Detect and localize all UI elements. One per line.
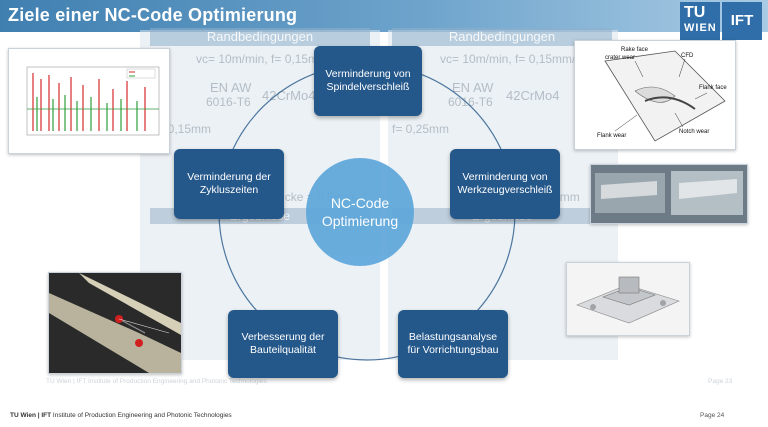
tu-wien-ift-logo: TU WIEN IFT — [680, 2, 762, 40]
label-flank-wear: Flank wear — [597, 133, 627, 139]
background-right-mat2: 42CrMo4 — [506, 88, 560, 103]
component-photo-drawing — [49, 273, 181, 373]
node-tool-wear-line1: Verminderung von — [462, 171, 548, 183]
node-part-quality-line1: Verbesserung der — [241, 331, 325, 343]
node-part-quality-line2: Bauteilqualität — [250, 344, 316, 356]
center-text-line2: Optimierung — [321, 213, 399, 229]
footer: TU Wien | IFT Institute of Production En… — [10, 412, 232, 419]
signal-chart-drawing — [26, 66, 160, 136]
node-cycle-times[interactable]: Verminderung der Zykluszeiten — [174, 149, 284, 219]
label-notch-wear: Notch wear — [679, 129, 710, 135]
logo-tu-text: TU — [684, 4, 706, 21]
background-left-mat1b: 6016-T6 — [206, 95, 251, 109]
node-spindle-wear-line1: Verminderung von — [325, 68, 411, 80]
background-left-mat2: 42CrMo4 — [262, 88, 316, 103]
center-nc-code-optimization[interactable]: NC-Code Optimierung — [306, 158, 414, 266]
background-left-head: Randbedingungen — [150, 28, 370, 46]
node-load-analysis-line1: Belastungsanalyse — [408, 331, 498, 343]
node-cycle-times-line2: Zykluszeiten — [199, 184, 259, 196]
slide-title: Ziele einer NC-Code Optimierung — [8, 5, 298, 25]
node-spindle-wear-text: Verminderung von Spindelverschleiß — [325, 68, 410, 94]
label-rake-face: Rake face — [621, 47, 649, 53]
tool-photo-image — [590, 164, 748, 224]
logo-ift-text: IFT — [722, 2, 762, 40]
fixture-model-image — [566, 262, 690, 336]
background-page-ghost: Page 23 — [708, 378, 733, 385]
node-spindle-wear-line2: Spindelverschleiß — [326, 81, 410, 93]
component-quality-photo-image — [48, 272, 182, 374]
background-right-mat1b: 6016-T6 — [448, 95, 493, 109]
node-tool-wear[interactable]: Verminderung von Werkzeugverschleiß — [450, 149, 560, 219]
node-part-quality[interactable]: Verbesserung der Bauteilqualität — [228, 310, 338, 378]
tool-wear-drawing — [604, 50, 726, 142]
background-right-head: Randbedingungen — [392, 28, 612, 46]
page-number: Page 24 — [700, 412, 725, 419]
background-left-mat1: EN AW — [210, 80, 252, 95]
label-flank-face: Flank face — [699, 85, 727, 91]
node-cycle-times-line1: Verminderung der — [187, 171, 271, 183]
node-spindle-wear[interactable]: Verminderung von Spindelverschleiß — [314, 46, 422, 116]
label-cfd: CFD — [681, 53, 694, 59]
tu-wien-logo-block: TU WIEN — [680, 2, 720, 40]
node-part-quality-text: Verbesserung der Bauteilqualität — [242, 331, 325, 357]
node-load-analysis-text: Belastungsanalyse für Vorrichtungsbau — [407, 331, 498, 357]
background-right-depth: f= 0,25mm — [392, 122, 450, 136]
footer-org: TU Wien | IFT — [10, 412, 52, 419]
center-text-line1: NC-Code — [330, 195, 390, 211]
node-tool-wear-text: Verminderung von Werkzeugverschleiß — [458, 171, 553, 197]
background-right-mat1: EN AW — [452, 80, 494, 95]
center-text: NC-Code Optimierung — [322, 194, 398, 230]
logo-wien-text: WIEN — [684, 22, 717, 34]
tool-photo-drawing — [591, 165, 747, 223]
tool-wear-diagram-image: Rake face crater wear CFD Flank face Fla… — [574, 40, 736, 150]
node-load-analysis-line2: für Vorrichtungsbau — [407, 344, 499, 356]
background-right-params: vc= 10m/min, f= 0,15mm/rev — [440, 52, 593, 66]
node-load-analysis[interactable]: Belastungsanalyse für Vorrichtungsbau — [398, 310, 508, 378]
background-footer-ghost: TU Wien | IFT Institute of Production En… — [46, 378, 267, 385]
fixture-model-drawing — [576, 276, 680, 324]
label-crater-wear: crater wear — [605, 55, 636, 61]
footer-text: Institute of Production Engineering and … — [51, 412, 232, 419]
node-cycle-times-text: Verminderung der Zykluszeiten — [187, 171, 270, 197]
node-tool-wear-line2: Werkzeugverschleiß — [457, 184, 553, 196]
background-left-params: vc= 10m/min, f= 0,15mm/rev — [196, 52, 349, 66]
spindle-signal-chart-image — [8, 48, 170, 154]
title-bar: Ziele einer NC-Code Optimierung — [0, 0, 768, 32]
